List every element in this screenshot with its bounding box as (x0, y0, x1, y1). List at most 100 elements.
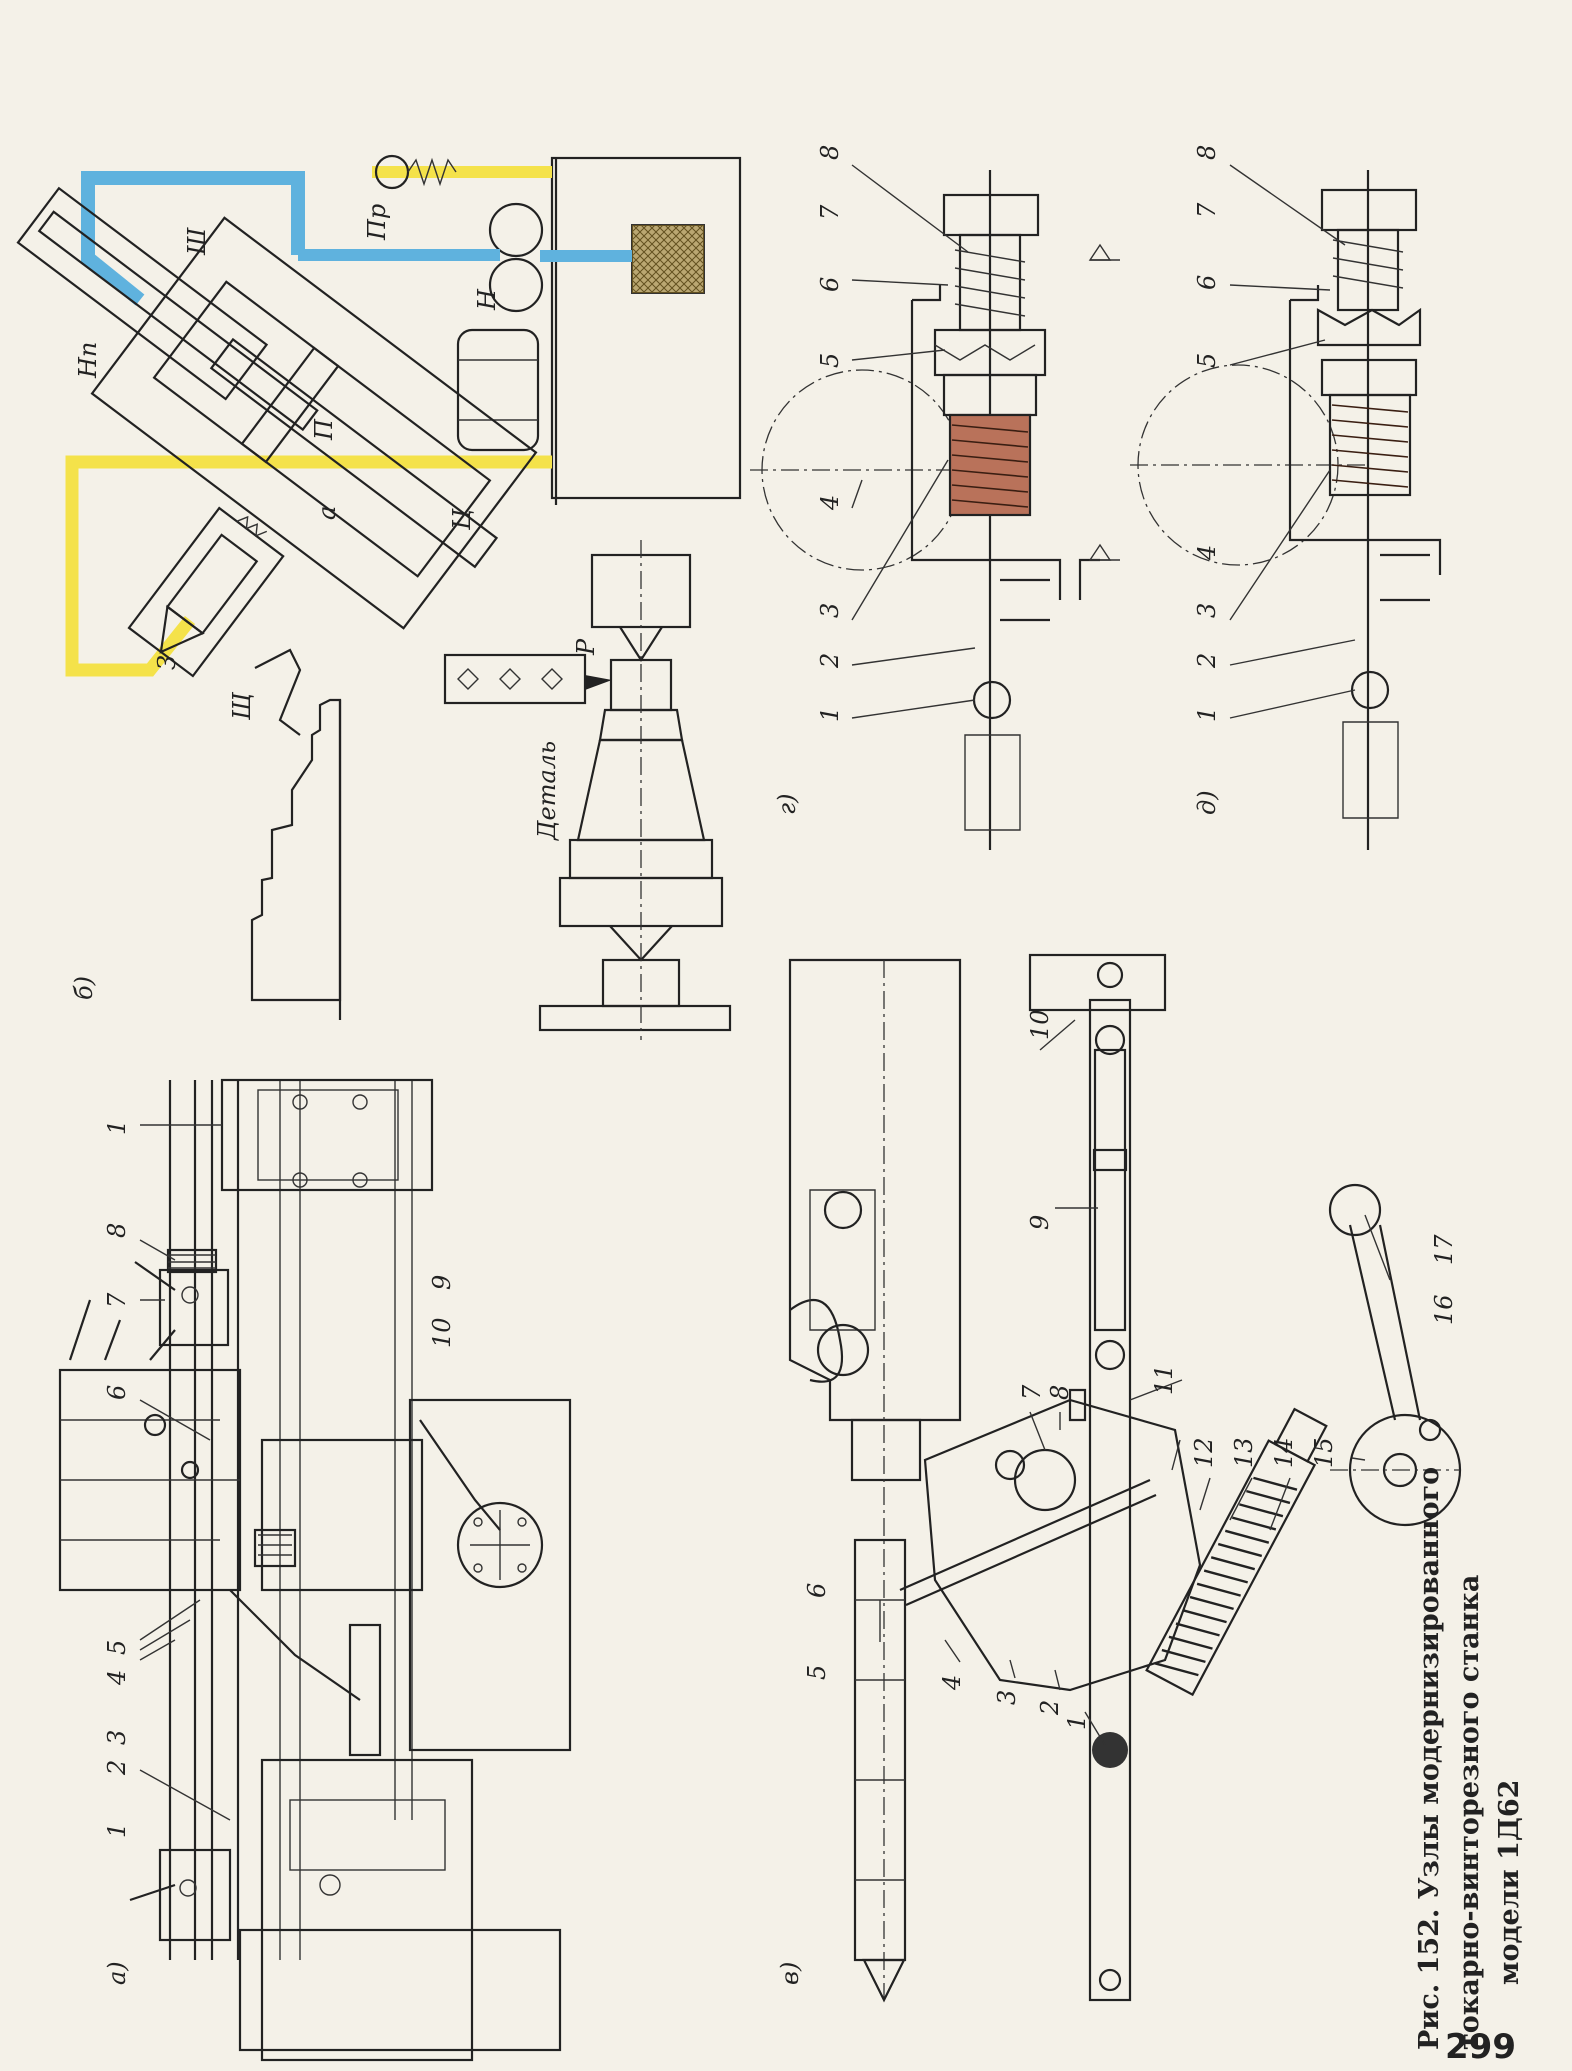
g-label-5: 5 (816, 353, 844, 368)
panel-g-clutch: 8 7 6 5 4 3 2 1 г) (750, 145, 1120, 850)
v-label-13: 13 (1230, 1437, 1258, 1468)
d-label-6: 6 (1193, 275, 1221, 290)
g-label-8: 8 (816, 145, 844, 160)
label-a: а (313, 506, 341, 520)
a-label-6: 6 (103, 1385, 131, 1400)
saddle (260, 1758, 474, 2062)
g-label-1: 1 (816, 707, 844, 722)
spring-housing-d (1336, 228, 1400, 312)
d-label-5: 5 (1193, 353, 1221, 368)
stylus-lever (254, 648, 302, 736)
piston-rod (209, 337, 499, 569)
label-sh: Ш (183, 227, 211, 256)
a-label-9: 9 (428, 1275, 456, 1290)
feed-rods (168, 1080, 240, 1960)
d-label-3: 3 (1193, 603, 1221, 618)
pump-icon (488, 202, 544, 258)
electric-motor (456, 328, 540, 452)
shaft-key (1092, 1732, 1128, 1768)
label-r: Р (572, 638, 600, 656)
panel-v-label: в) (776, 1962, 804, 1985)
d-label-8: 8 (1193, 145, 1221, 160)
a-label-4: 4 (103, 1670, 131, 1686)
v-label-4: 4 (938, 1675, 966, 1691)
v-label-10: 10 (1026, 1009, 1054, 1040)
stop-block-10 (1028, 953, 1167, 1012)
panel-v-section: 10 9 11 12 13 14 15 16 17 7 8 6 5 4 3 2 … (776, 953, 1462, 2003)
copy-template (250, 698, 342, 1002)
label-shch: Щ (228, 691, 256, 721)
plunger-rod (899, 1478, 1157, 1607)
piston (240, 346, 340, 464)
caption-line-2: токарно-винторезного станка (1454, 1575, 1485, 2050)
g-label-4: 4 (816, 495, 844, 511)
hydraulic-cylinder (16, 186, 538, 630)
g-label-6: 6 (816, 277, 844, 292)
a-label-1-bottom: 1 (103, 1823, 131, 1838)
ball-joint-g (972, 680, 1012, 720)
v-label-15: 15 (1310, 1437, 1338, 1468)
worm-d (1328, 393, 1412, 497)
support-g (964, 734, 1021, 831)
a-label-3: 3 (103, 1730, 131, 1745)
d-label-7: 7 (1193, 202, 1221, 218)
v-label-8: 8 (1046, 1385, 1074, 1400)
v-label-9: 9 (1026, 1215, 1054, 1230)
cast-housing (923, 1398, 1202, 1692)
v-label-7: 7 (1018, 1384, 1046, 1400)
cross-slide-screw (348, 1623, 382, 1757)
v-label-1: 1 (1063, 1715, 1091, 1730)
panel-g-label: г) (773, 794, 801, 816)
a-label-8: 8 (103, 1223, 131, 1238)
caption-line-3: модели 1Д62 (1494, 1780, 1525, 1985)
spring-assembly (1145, 1407, 1328, 1697)
turned-part (538, 540, 732, 1040)
support-d (1342, 721, 1399, 819)
bed-end (238, 1928, 562, 2052)
panel-a-label: а) (103, 1961, 131, 1985)
caption-line-1: Рис. 152. Узлы модернизированного (1414, 1467, 1445, 2050)
v-label-6: 6 (803, 1583, 831, 1598)
carriage-block-10 (260, 1438, 424, 1592)
bracket-arm (229, 1589, 361, 1701)
v-label-2: 2 (1036, 1700, 1064, 1716)
shaft-1 (1088, 998, 1132, 2002)
label-pr: Пр (363, 204, 391, 241)
panel-b-label: б) (70, 976, 98, 1000)
lever-g (910, 285, 1062, 600)
d-label-1: 1 (1193, 707, 1221, 722)
label-np: Нп (74, 342, 102, 379)
g-label-7: 7 (816, 204, 844, 220)
spring-stop-9 (253, 1528, 297, 1568)
ball-joint-d (1350, 670, 1390, 710)
oil-tank (550, 156, 742, 500)
label-ts: Ц (448, 508, 476, 531)
a-label-1-top: 1 (103, 1120, 131, 1135)
stop-8 (166, 1248, 218, 1274)
v-label-17: 17 (1430, 1234, 1458, 1265)
d-label-4: 4 (1193, 545, 1221, 561)
rod-9 (1093, 1048, 1127, 1332)
g-label-2: 2 (816, 653, 844, 669)
label-z: З (153, 655, 181, 670)
a-label-2: 2 (103, 1760, 131, 1776)
panel-d-clutch: 8 7 6 5 4 3 2 1 д) (1130, 145, 1442, 850)
copy-stylus-valve (127, 506, 285, 678)
v-label-3: 3 (993, 1690, 1021, 1705)
pressure-line (81, 171, 305, 306)
a-label-5: 5 (103, 1640, 131, 1655)
cylinder-chamber (152, 280, 492, 578)
housing-top (788, 958, 962, 1422)
label-n: Н (473, 288, 501, 311)
v-label-11: 11 (1150, 1364, 1178, 1395)
part-label: Деталь (533, 741, 561, 841)
stop-block-7 (158, 1268, 230, 1347)
figure-caption: Рис. 152. Узлы модернизированного токарн… (1414, 1467, 1525, 2050)
panel-d-label: д) (1193, 790, 1221, 815)
v-label-12: 12 (1190, 1437, 1218, 1468)
panel-b-hydraulic-system: Нп Ш Пр Н П а Ц З Р Щ Шаблон Деталь б) (16, 154, 742, 1040)
g-label-3: 3 (816, 603, 844, 618)
hydraulic-fittings (68, 1299, 176, 1361)
